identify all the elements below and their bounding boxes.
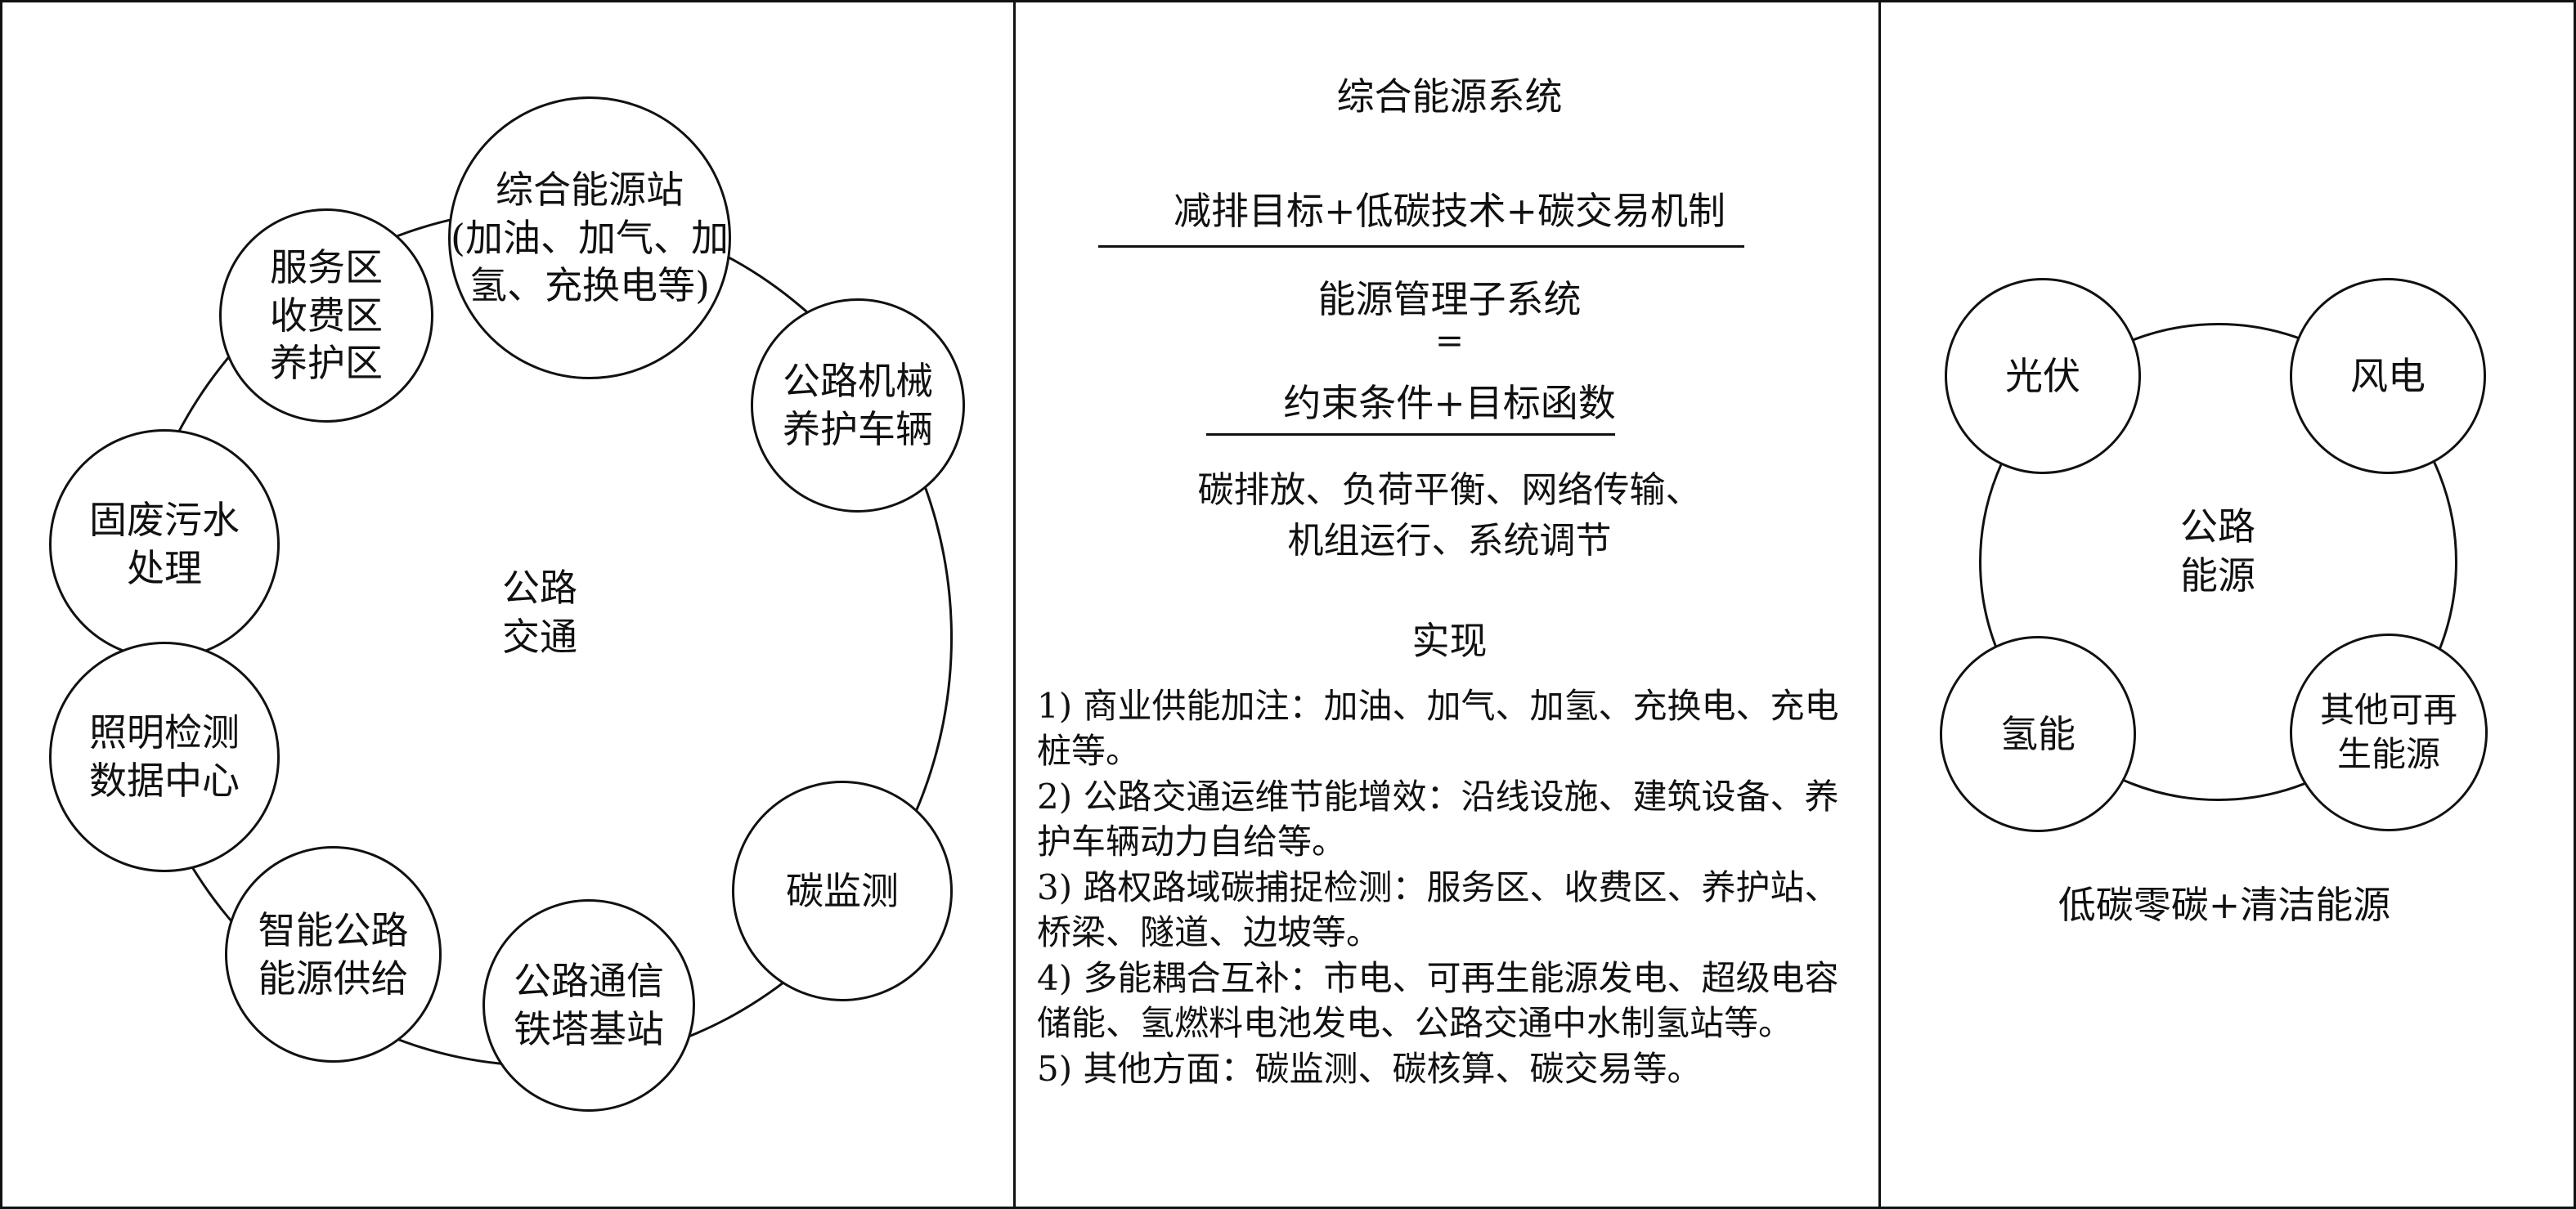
node-smart-road-energy: 智能公路 能源供给 [225,846,442,1063]
constraint-text: 约束条件+目标函数 [1283,381,1616,425]
node-wind: 风电 [2290,278,2486,474]
realize-item-4: 4) 多能耦合互补：市电、可再生能源发电、超级电容储能、氢燃料电池发电、公路交通… [1037,957,1839,1044]
road-traffic-label: 公路 交通 [502,566,577,659]
reduction-target-text: 减排目标+低碳技术+碳交易机制 [1173,189,1726,233]
equals-sign: = [1434,320,1465,360]
fraction-line-top [1098,245,1744,248]
node-pv: 光伏 [1945,278,2141,474]
realize-item-5: 5) 其他方面：碳监测、碳核算、碳交易等。 [1037,1048,1702,1089]
items-line-2: 机组运行、系统调节 [1287,520,1612,562]
node-carbon-monitor: 碳监测 [732,781,953,1001]
node-telecom-tower: 公路通信 铁塔基站 [482,899,695,1112]
realize-item-1: 1) 商业供能加注：加油、加气、加氢、充换电、充电桩等。 [1037,686,1839,772]
node-lighting-data: 照明检测 数据中心 [49,642,280,872]
divider-right [1878,0,1881,1209]
realize-item-3: 3) 路权路域碳捕捉检测：服务区、收费区、养护站、桥梁、隧道、边坡等。 [1037,866,1839,953]
node-hydrogen: 氢能 [1940,636,2136,832]
realize-item-2: 2) 公路交通运维节能增效：沿线设施、建筑设备、养护车辆动力自给等。 [1037,776,1839,862]
realize-title: 实现 [1411,619,1488,663]
items-line-1: 碳排放、负荷平衡、网络传输、 [1197,469,1702,511]
subsystem-text: 能源管理子系统 [1317,277,1582,321]
right-caption: 低碳零碳+清洁能源 [2058,883,2391,927]
middle-title: 综合能源系统 [1336,74,1563,119]
road-energy-ring [1979,323,2457,801]
node-solid-waste: 固废污水 处理 [49,429,280,660]
realize-list: 1) 商业供能加注：加油、加气、加氢、充换电、充电桩等。 2) 公路交通运维节能… [1037,683,1863,1091]
node-service-area: 服务区 收费区 养护区 [219,208,433,423]
node-energy-station: 综合能源站 (加油、加气、加 氢、充换电等) [448,96,731,379]
road-energy-label: 公路 能源 [2180,504,2255,598]
node-other-renewable: 其他可再 生能源 [2290,634,2488,831]
fraction-line-bottom [1206,433,1615,436]
divider-left [1013,0,1016,1209]
node-road-machinery: 公路机械 养护车辆 [751,298,965,513]
